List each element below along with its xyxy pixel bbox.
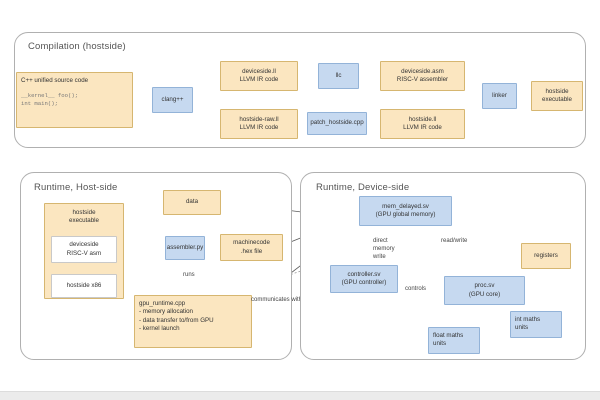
llc-label: llc (335, 71, 342, 79)
deviceside-asm-line-2: RISC-V assembler (396, 76, 449, 83)
node-registers[interactable]: registers (521, 243, 571, 269)
node-data[interactable]: data (163, 190, 221, 215)
gpu-runtime-line-1: gpu_runtime.cpp (139, 300, 186, 307)
inner-hostside-x86-label: hostside x86 (66, 281, 102, 289)
node-int-maths-units[interactable]: int maths units (510, 311, 562, 338)
node-hostside-ll[interactable]: hostside.ll LLVM IR code (380, 109, 465, 139)
node-deviceside-ll[interactable]: deviceside.ll LLVM IR code (220, 61, 298, 91)
group-runtime-host-title: Runtime, Host-side (34, 182, 118, 193)
node-controller-sv[interactable]: controller.sv (GPU controller) (330, 265, 398, 293)
hostside-raw-ll-line-2: LLVM IR code (239, 124, 279, 131)
node-float-maths-units[interactable]: float maths units (428, 327, 480, 354)
deviceside-ll-line-1: deviceside.ll (242, 67, 276, 75)
node-gpu-runtime-cpp[interactable]: gpu_runtime.cpp - memory allocation - da… (134, 295, 252, 348)
float-maths-line-1: float maths (433, 332, 464, 339)
edge-label-read-write: read/write (441, 238, 468, 244)
int-maths-line-2: units (515, 324, 529, 332)
controller-line-2: (GPU controller) (341, 279, 387, 286)
node-linker[interactable]: linker (482, 83, 517, 109)
direct-memory-write-line-2: memory (373, 245, 395, 252)
node-inner-hostside-x86[interactable]: hostside x86 (51, 274, 117, 298)
node-mem-delayed-sv[interactable]: mem_delayed.sv (GPU global memory) (359, 196, 452, 226)
edge-label-communicates-with: communicates with (251, 297, 303, 303)
deviceside-asm-line-1: deviceside.asm (401, 67, 444, 75)
node-patch-hostside[interactable]: patch_hostside.cpp (307, 112, 367, 135)
node-clangpp[interactable]: clang++ (152, 87, 193, 113)
group-compilation-title: Compilation (hostside) (28, 41, 126, 52)
node-hostside-executable-compile[interactable]: hostside executable (531, 81, 583, 111)
registers-label: registers (534, 251, 558, 259)
hostside-executable-compile-line-1: hostside (545, 87, 569, 95)
proc-line-2: (GPU core) (468, 290, 501, 298)
hostside-ll-line-1: hostside.ll (408, 115, 437, 123)
hostside-raw-ll-line-1: hostside-raw.ll (239, 115, 279, 123)
inner-deviceside-asm-line-1: deviceside (69, 241, 99, 249)
cpp-source-code-line-1: __kernel__ foo(); (21, 92, 79, 100)
node-assembler-py[interactable]: assembler.py (165, 236, 205, 260)
hostside-executable-runtime-line-1: hostside (72, 209, 96, 216)
hostside-ll-line-2: LLVM IR code (403, 124, 442, 131)
inner-deviceside-asm-line-2: RISC-V asm (66, 249, 102, 257)
edge-label-direct-memory-write: direct memory write (373, 238, 395, 261)
gpu-runtime-line-2: - memory allocation (139, 308, 193, 316)
patch-hostside-label: patch_hostside.cpp (310, 119, 364, 127)
assembler-py-label: assembler.py (166, 243, 204, 251)
hostside-executable-compile-line-2: executable (542, 96, 572, 103)
data-label: data (185, 198, 199, 206)
node-llc[interactable]: llc (318, 63, 359, 89)
deviceside-ll-line-2: LLVM IR code (239, 76, 279, 83)
proc-line-1: proc.sv (474, 282, 495, 290)
cpp-source-code-line-2: int main(); (21, 100, 58, 108)
linker-label: linker (492, 91, 507, 99)
bottom-bar (0, 391, 600, 400)
hostside-executable-runtime-line-2: executable (69, 217, 99, 225)
mem-delayed-line-2: (GPU global memory) (375, 211, 436, 218)
float-maths-line-2: units (433, 340, 447, 348)
machinecode-hex-line-2: .hex file (240, 247, 263, 255)
cpp-source-title: C++ unified source code (21, 77, 89, 84)
node-cpp-source[interactable]: C++ unified source code __kernel__ foo()… (16, 72, 133, 128)
edge-label-runs: runs (183, 272, 195, 278)
node-inner-deviceside-asm[interactable]: deviceside RISC-V asm (51, 236, 117, 263)
node-proc-sv[interactable]: proc.sv (GPU core) (444, 276, 525, 305)
node-deviceside-asm[interactable]: deviceside.asm RISC-V assembler (380, 61, 465, 91)
controller-line-1: controller.sv (347, 270, 381, 278)
group-runtime-device-title: Runtime, Device-side (316, 182, 410, 193)
edge-label-controls: controls (405, 286, 427, 292)
gpu-runtime-line-4: - kernel launch (139, 325, 180, 333)
node-hostside-raw-ll[interactable]: hostside-raw.ll LLVM IR code (220, 109, 298, 139)
int-maths-line-1: int maths (515, 316, 541, 323)
machinecode-hex-line-1: machinecode (233, 239, 270, 247)
node-machinecode-hex[interactable]: machinecode .hex file (220, 234, 283, 261)
mem-delayed-line-1: mem_delayed.sv (382, 202, 429, 210)
direct-memory-write-line-1: direct (373, 238, 388, 244)
direct-memory-write-line-3: write (373, 253, 386, 260)
clangpp-label: clang++ (161, 95, 184, 103)
gpu-runtime-line-3: - data transfer to/from GPU (139, 316, 214, 324)
